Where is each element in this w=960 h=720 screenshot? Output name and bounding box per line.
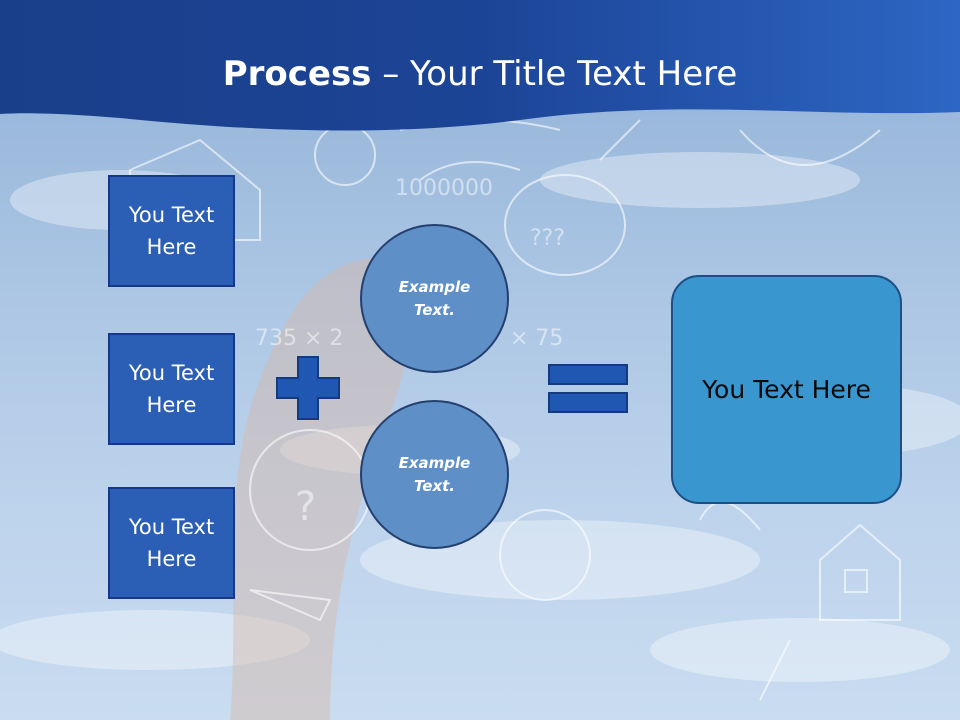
svg-text:1000000: 1000000 xyxy=(395,176,493,201)
slide-title: Process – Your Title Text Here xyxy=(0,52,960,96)
example-circle-1-label: Example Text. xyxy=(398,277,471,319)
svg-text:???: ??? xyxy=(530,226,565,251)
result-box: You Text Here xyxy=(671,275,902,504)
result-box-label: You Text Here xyxy=(702,375,871,404)
svg-text:735 × 2: 735 × 2 xyxy=(255,326,343,351)
left-box-3: You Text Here xyxy=(108,487,235,599)
header-band xyxy=(0,0,960,131)
title-bold: Process xyxy=(222,54,372,94)
left-box-1-label: You Text Here xyxy=(128,203,215,259)
equals-icon xyxy=(548,364,628,413)
left-box-2-label: You Text Here xyxy=(128,361,215,417)
example-circle-2: Example Text. xyxy=(360,400,509,549)
title-rest: – Your Title Text Here xyxy=(371,54,738,94)
svg-text:× 75: × 75 xyxy=(510,326,563,351)
left-box-3-label: You Text Here xyxy=(128,515,215,571)
example-circle-2-label: Example Text. xyxy=(398,453,471,495)
svg-text:?: ? xyxy=(295,484,316,530)
plus-icon xyxy=(276,356,340,420)
left-box-1: You Text Here xyxy=(108,175,235,287)
left-box-2: You Text Here xyxy=(108,333,235,445)
example-circle-1: Example Text. xyxy=(360,224,509,373)
